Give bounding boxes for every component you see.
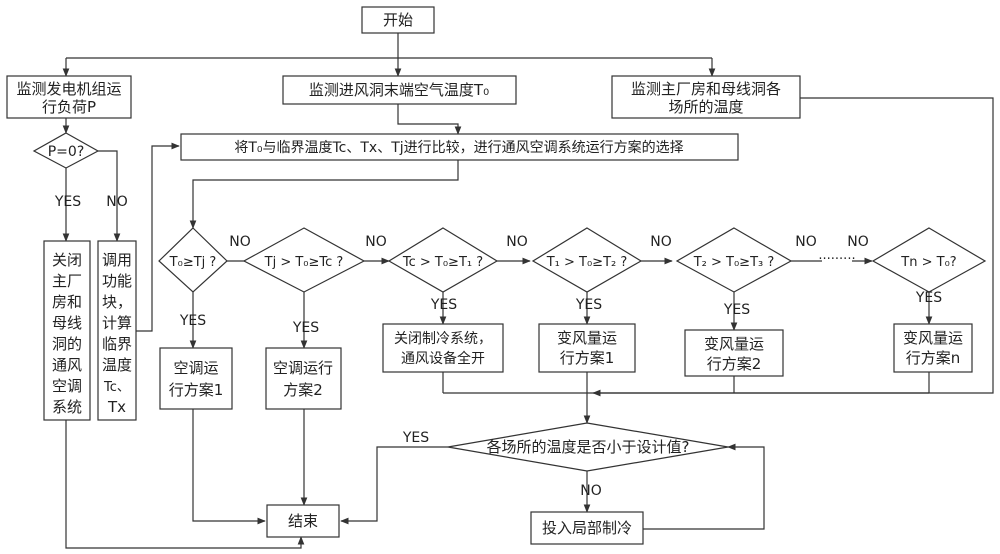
close-system-line: 母线 — [52, 314, 82, 332]
label-yes: YES — [915, 290, 942, 306]
decision-dn — [871, 227, 987, 293]
plan-ac2-line-2: 方案2 — [283, 381, 323, 399]
plan-vv1-box — [538, 323, 636, 373]
connectors — [62, 33, 994, 549]
decision-d1 — [158, 227, 228, 293]
plan-ac2-box — [265, 347, 342, 410]
branch-labels: YES NO NO NO NO NO NO NO ········· YES Y… — [54, 194, 942, 499]
decision-d4 — [531, 227, 643, 293]
label-no: NO — [506, 234, 528, 250]
label-yes: YES — [179, 313, 206, 329]
decision-d3-label: Tc > T₀≥T₁ ? — [402, 255, 483, 270]
compare-label: 将T₀与临界温度Tc、Tx、Tj进行比较，进行通风空调系统运行方案的选择 — [234, 139, 683, 156]
label-yes: YES — [430, 297, 457, 313]
label-no: NO — [580, 483, 602, 499]
monitor-inlet-temp-box — [282, 75, 517, 105]
monitor-inlet-temp-label: 监测进风洞末端空气温度T₀ — [309, 81, 489, 99]
decision-d5-label: T₂ > T₀≥T₃ ? — [693, 255, 775, 270]
label-no: NO — [795, 234, 817, 250]
plan-vvn-line-2: 行方案n — [906, 349, 961, 367]
monitor-places-temp-line-1: 监测主厂房和母线洞各 — [631, 80, 781, 98]
start-node — [361, 6, 435, 34]
close-system-line: 系统 — [52, 398, 82, 416]
ellipsis: ········· — [818, 252, 855, 267]
decision-d2 — [242, 227, 366, 293]
decision-d2-label: Tj > T₀≥Tc ? — [264, 255, 344, 270]
monitor-load-box — [6, 75, 132, 119]
plan-fan-full-line-1: 关闭制冷系统， — [394, 331, 492, 347]
call-function-line: 功能 — [102, 272, 132, 290]
decision-p0 — [32, 132, 100, 169]
shapes: 开始 监测发电机组运 行负荷P 监测进风洞末端空气温度T₀ 监测主厂房和母线洞各… — [6, 6, 987, 545]
close-system-line: 通风 — [52, 356, 82, 374]
call-function-line: Tx — [107, 398, 126, 416]
local-cooling-label: 投入局部制冷 — [542, 519, 632, 537]
label-no: NO — [229, 234, 251, 250]
label-yes: YES — [54, 194, 81, 210]
call-function-line: 温度 — [102, 356, 132, 374]
plan-ac1-box — [159, 347, 233, 410]
end-node — [266, 504, 340, 538]
decision-check-temp — [447, 422, 729, 472]
plan-vv1-line-1: 变风量运 — [557, 329, 617, 347]
plan-vv2-line-2: 行方案2 — [707, 355, 762, 373]
label-no: NO — [106, 194, 128, 210]
monitor-places-temp-line-2: 场所的温度 — [668, 98, 743, 116]
compare-box — [180, 133, 739, 161]
call-function-line: 计算 — [102, 314, 132, 332]
decision-check-temp-label: 各场所的温度是否小于设计值? — [487, 438, 690, 456]
decision-p0-label: P=0? — [48, 144, 85, 160]
local-cooling-box — [530, 511, 644, 545]
call-function-line: Tc、 — [103, 380, 130, 395]
label-yes: YES — [402, 430, 429, 446]
plan-vvn-box — [893, 323, 973, 373]
call-function-line: 块， — [102, 293, 132, 311]
close-system-line: 关闭 — [52, 251, 82, 269]
call-function-box — [97, 240, 137, 421]
decision-dn-label: Tn > T₀? — [900, 255, 956, 270]
label-yes: YES — [292, 320, 319, 336]
decision-d3 — [387, 227, 499, 293]
label-no: NO — [847, 234, 869, 250]
call-function-line: 调用 — [102, 251, 132, 269]
call-function-text: 调用 功能 块， 计算 临界 温度 Tc、 Tx — [102, 251, 132, 416]
end-label: 结束 — [288, 512, 318, 530]
plan-fan-full-box — [382, 323, 504, 373]
plan-vvn-line-1: 变风量运 — [903, 329, 963, 347]
call-function-line: 临界 — [102, 335, 132, 353]
plan-vv2-box — [684, 329, 784, 377]
label-no: NO — [365, 234, 387, 250]
close-system-text: 关闭 主厂 房和 母线 洞的 通风 空调 系统 — [52, 251, 82, 416]
close-system-line: 空调 — [52, 377, 82, 395]
monitor-places-temp-box — [611, 75, 801, 119]
close-system-box — [43, 240, 91, 421]
plan-vv2-line-1: 变风量运 — [704, 335, 764, 353]
plan-ac1-line-1: 空调运 — [173, 359, 218, 377]
label-yes: YES — [575, 297, 602, 313]
close-system-line: 主厂 — [52, 272, 82, 290]
plan-fan-full-line-2: 通风设备全开 — [401, 350, 485, 367]
plan-ac2-line-1: 空调运行 — [273, 359, 333, 377]
start-label: 开始 — [383, 11, 413, 29]
close-system-line: 洞的 — [52, 335, 82, 353]
label-no: NO — [650, 234, 672, 250]
monitor-load-line-2: 行负荷P — [42, 98, 96, 116]
monitor-load-line-1: 监测发电机组运 — [16, 80, 121, 98]
close-system-line: 房和 — [52, 293, 82, 311]
plan-vv1-line-2: 行方案1 — [560, 349, 615, 367]
label-yes: YES — [723, 302, 750, 318]
decision-d4-label: T₁ > T₀≥T₂ ? — [546, 255, 628, 270]
decision-d5 — [675, 227, 793, 293]
plan-ac1-line-2: 行方案1 — [169, 381, 224, 399]
decision-d1-label: T₀≥Tj ? — [169, 255, 217, 270]
